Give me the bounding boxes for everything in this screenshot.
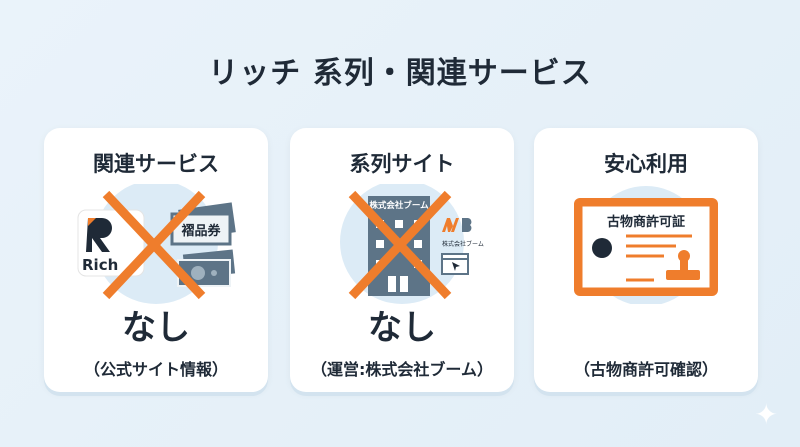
cash-icon bbox=[177, 249, 236, 287]
rich-logo-icon: Rich bbox=[77, 209, 145, 277]
affiliate-sites-illustration: 株式会社ブーム 株式会社ブーム bbox=[340, 184, 484, 304]
browser-window-icon bbox=[441, 253, 469, 275]
antique-dealer-license-icon: 古物商許可証 bbox=[574, 198, 718, 296]
result-text: なし bbox=[122, 308, 190, 348]
card-heading: 系列サイト bbox=[349, 152, 455, 176]
sparkle-icon: ✦ bbox=[754, 398, 778, 431]
result-text: なし bbox=[368, 308, 436, 348]
rich-logo-text: Rich bbox=[82, 256, 118, 274]
card-safe-use: 安心利用 古物商許可証 （古物商許可確認） bbox=[534, 128, 758, 392]
building-sign-text: 株式会社ブーム bbox=[369, 200, 429, 211]
boom-logo-icon: 株式会社ブーム bbox=[442, 218, 484, 248]
card-heading: 安心利用 bbox=[604, 152, 688, 176]
stamp-icon bbox=[666, 250, 700, 280]
page-title: リッチ 系列・関連サービス bbox=[208, 56, 592, 91]
license-illustration: 古物商許可証 bbox=[574, 186, 718, 304]
note-text: （運営:株式会社ブーム） bbox=[311, 360, 493, 379]
related-services-illustration: Rich 褶品券 bbox=[77, 184, 236, 304]
boom-brand-text: 株式会社ブーム bbox=[442, 240, 484, 248]
voucher-text: 褶品券 bbox=[181, 223, 221, 239]
card-heading: 関連サービス bbox=[93, 152, 219, 176]
note-text: （公式サイト情報） bbox=[83, 360, 228, 379]
card-related-services: 関連サービス Rich 褶品券 なし （公式サイト情報） bbox=[44, 128, 268, 392]
cross-mark-icon bbox=[102, 190, 206, 300]
note-text: （古物商許可確認） bbox=[573, 360, 718, 379]
card-affiliate-sites: 系列サイト 株式会社ブーム 株式会社ブーム なし （運営:株式会社ブーム） bbox=[290, 128, 514, 392]
license-title-text: 古物商許可証 bbox=[607, 214, 685, 230]
emblem-icon bbox=[592, 238, 612, 258]
cross-mark-icon bbox=[348, 190, 452, 300]
